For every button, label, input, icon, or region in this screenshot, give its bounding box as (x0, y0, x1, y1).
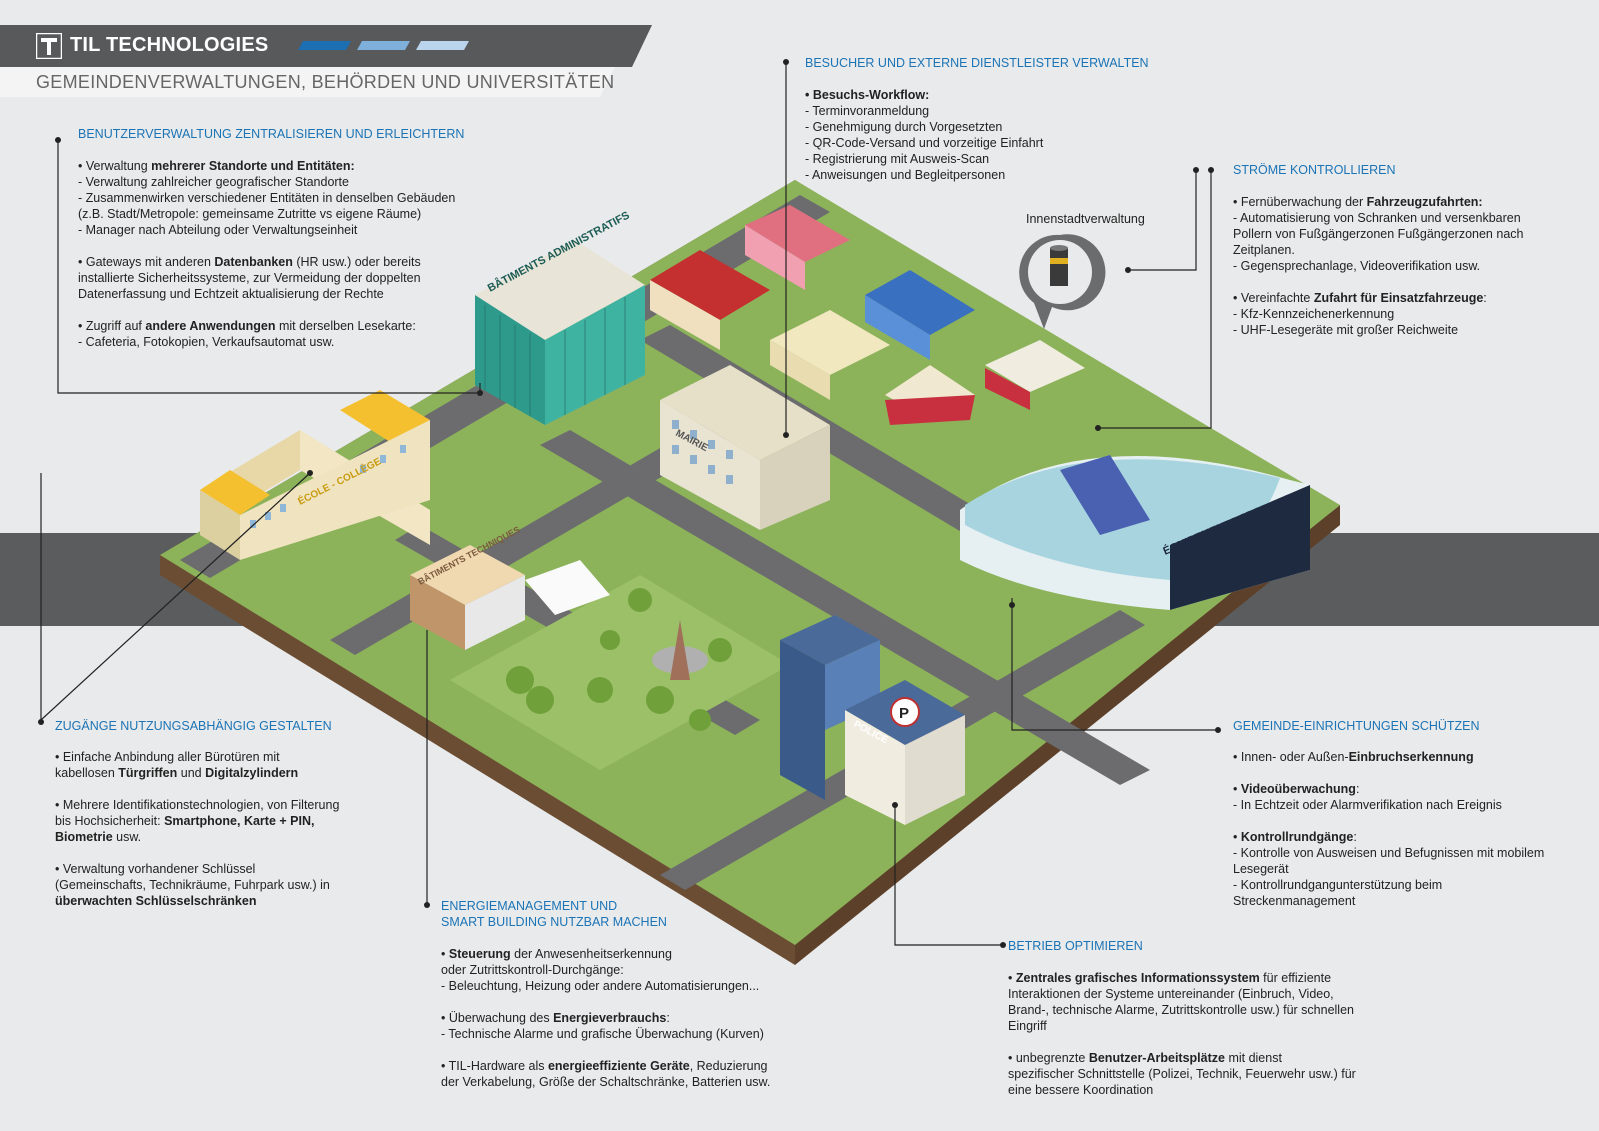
section-title-gemeinde: GEMEINDE-EINRICHTUNGEN SCHÜTZEN (1233, 719, 1480, 733)
til-logo-icon (36, 33, 62, 59)
section-body-gemeinde: • Innen- oder Außen-Einbruchserkennung •… (1233, 750, 1545, 908)
brand-name: TIL TECHNOLOGIES (70, 34, 269, 56)
section-body-energie: • Steuerung der Anwesenheitserkennung od… (441, 947, 771, 1089)
accent-bar-2 (357, 41, 410, 50)
section-body-benutzer: • Verwaltung mehrerer Standorte und Enti… (78, 159, 456, 349)
section-title-betrieb: BETRIEB OPTIMIEREN (1008, 939, 1143, 953)
section-title-benutzer: BENUTZERVERWALTUNG ZENTRALISIEREN UND ER… (78, 127, 465, 141)
accent-bar-3 (416, 41, 469, 50)
section-title-stroeme: STRÖME KONTROLLIEREN (1233, 163, 1396, 177)
section-title-zugaenge: ZUGÄNGE NUTZUNGSABHÄNGIG GESTALTEN (55, 719, 332, 733)
label-innenstadt: Innenstadtverwaltung (1026, 212, 1145, 226)
section-body-zugaenge: • Einfache Anbindung aller Bürotüren mit… (55, 750, 340, 908)
section-body-betrieb: • Zentrales grafisches Informationssyste… (1008, 971, 1356, 1097)
label-parking: P (899, 705, 909, 722)
section-body-stroeme: • Fernüberwachung der Fahrzeugzufahrten:… (1233, 195, 1524, 337)
building-equipements-sportifs: ÉQUIPEMENTS SPORTIFS (960, 455, 1310, 610)
section-title-besucher: BESUCHER UND EXTERNE DIENSTLEISTER VERWA… (805, 56, 1149, 70)
accent-bar-1 (298, 41, 351, 50)
section-body-besucher: • Besuchs-Workflow: - Terminvoranmeldung… (805, 88, 1044, 182)
building-police: P POLICE (780, 615, 965, 825)
building-shops (650, 205, 1085, 425)
bollard-callout (1019, 234, 1106, 329)
header-banner (0, 25, 652, 97)
section-title-energie: ENERGIEMANAGEMENT UND SMART BUILDING NUT… (441, 899, 667, 929)
page-subtitle: GEMEINDENVERWALTUNGEN, BEHÖRDEN UND UNIV… (36, 72, 615, 92)
park (450, 575, 790, 770)
